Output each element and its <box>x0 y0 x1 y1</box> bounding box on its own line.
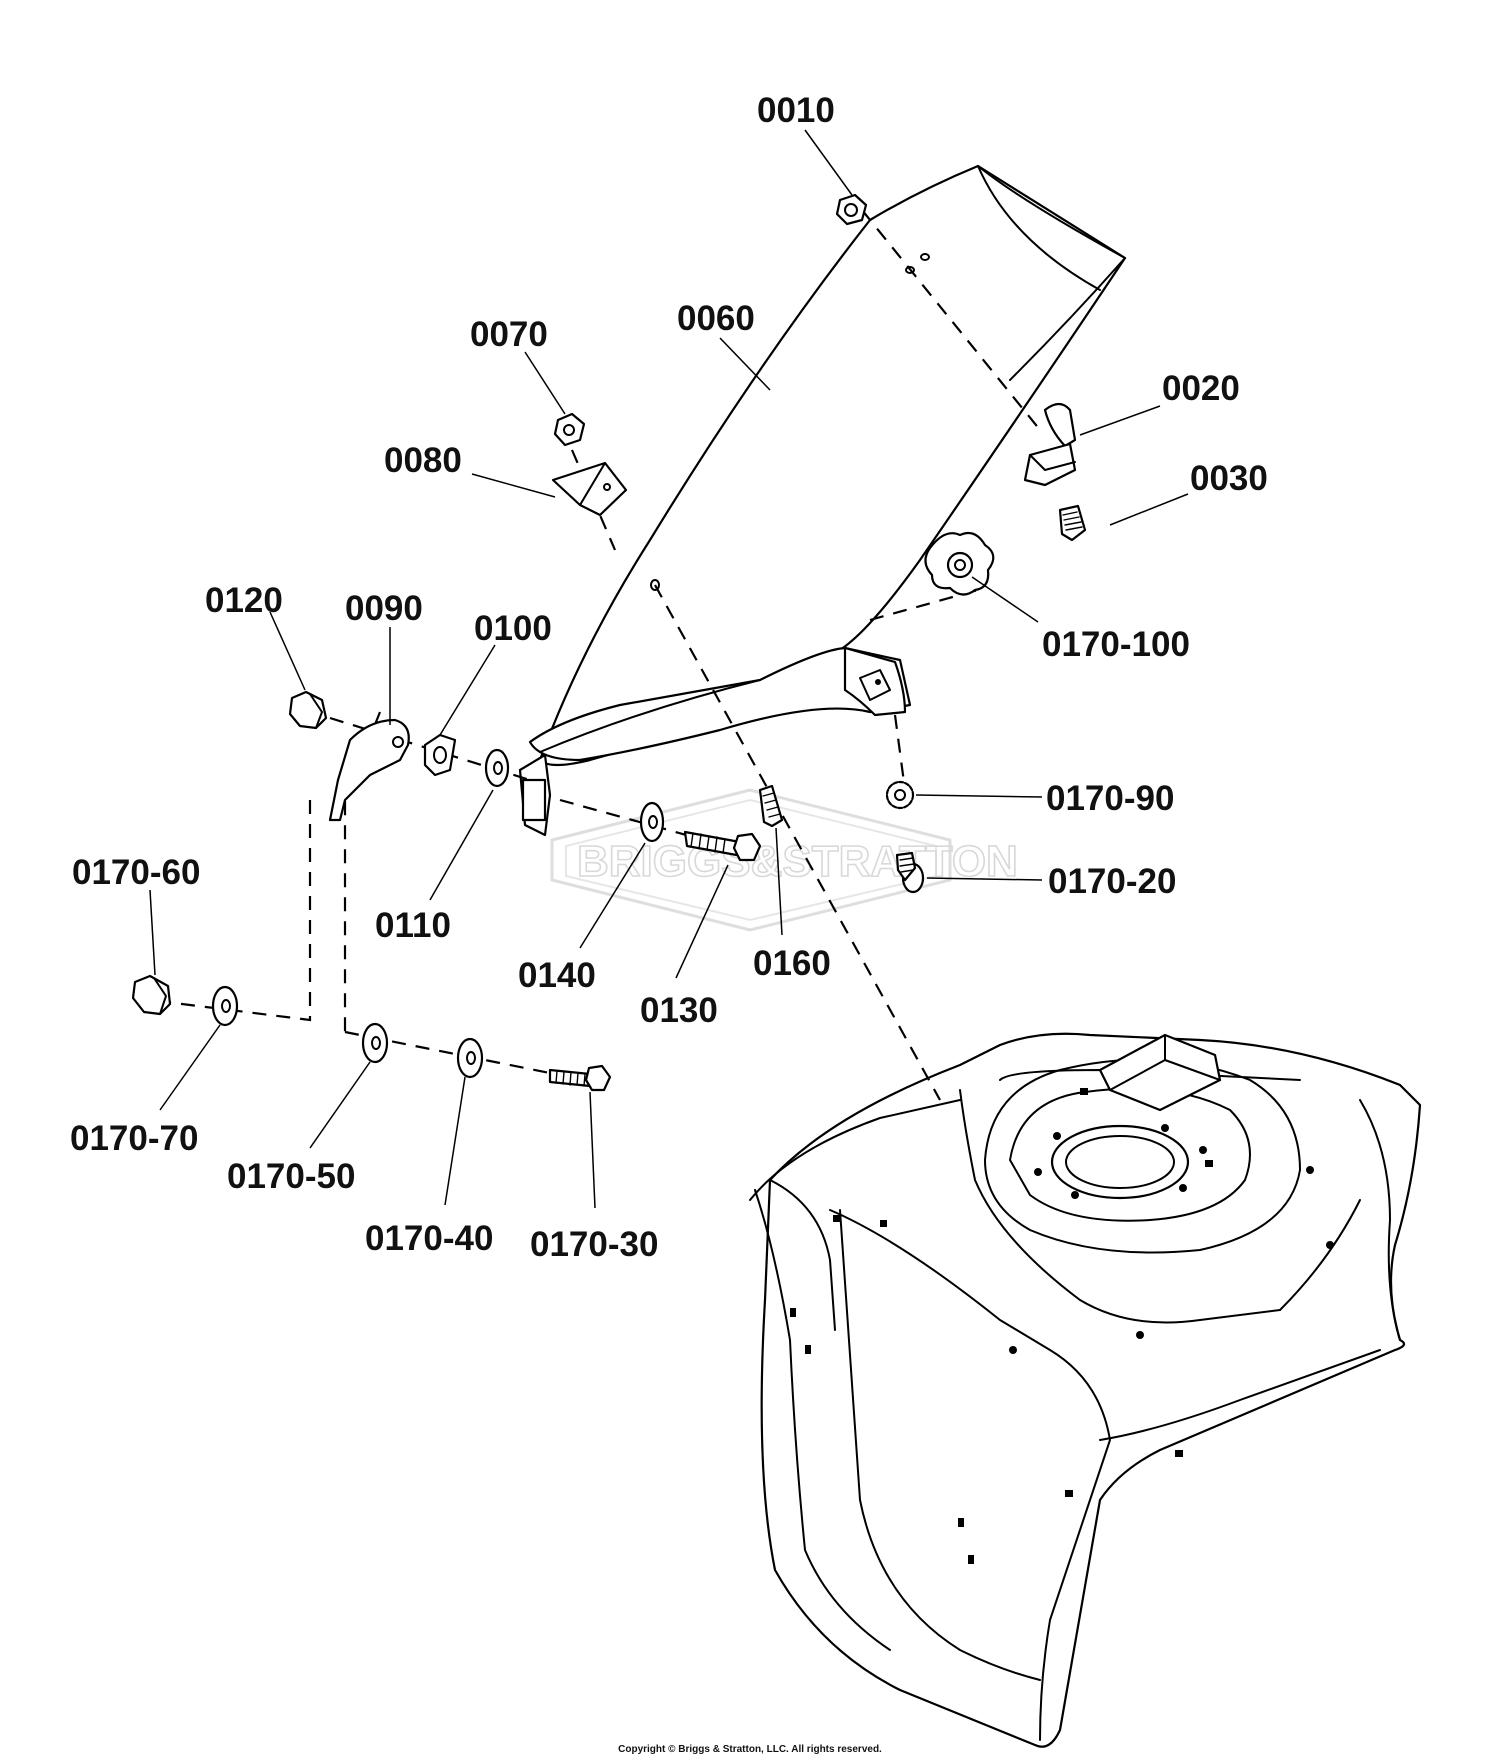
label-0090: 0090 <box>345 589 423 628</box>
part-0170-20-bolt <box>895 851 925 894</box>
watermark: BRIGGS&STRATTON <box>550 788 1019 932</box>
part-0170-50-washer <box>361 1022 389 1064</box>
label-0170-40: 0170-40 <box>365 1219 493 1258</box>
label-0080: 0080 <box>384 441 462 480</box>
part-0170-40-washer <box>456 1037 484 1079</box>
label-0030: 0030 <box>1190 459 1268 498</box>
part-0170-90-washer <box>885 780 915 810</box>
label-0170-20: 0170-20 <box>1048 862 1176 901</box>
label-0170-90: 0170-90 <box>1046 779 1174 818</box>
label-0170-30: 0170-30 <box>530 1225 658 1264</box>
label-0140: 0140 <box>518 956 596 995</box>
part-0070-nut <box>553 412 586 447</box>
label-0170-100: 0170-100 <box>1042 625 1190 664</box>
part-0170-30-bolt <box>548 1064 612 1092</box>
label-0070: 0070 <box>470 315 548 354</box>
label-0060: 0060 <box>677 299 755 338</box>
part-0170-70-washer <box>211 985 239 1027</box>
discharge-chute <box>518 164 1127 837</box>
part-0020-lever <box>1023 402 1077 487</box>
part-0110-washer <box>484 748 510 788</box>
part-0010-nut <box>835 193 868 226</box>
label-0010: 0010 <box>757 91 835 130</box>
part-labels: 0010 0020 0030 0060 0070 0080 0090 0100 … <box>70 91 1268 1264</box>
part-0130-bolt <box>683 830 762 862</box>
copyright-notice: Copyright © Briggs & Stratton, LLC. All … <box>618 1744 882 1755</box>
label-0120: 0120 <box>205 581 283 620</box>
part-0160-bolt <box>758 784 784 828</box>
part-0140-washer <box>639 801 665 843</box>
label-0020: 0020 <box>1162 369 1240 408</box>
label-0170-50: 0170-50 <box>227 1157 355 1196</box>
label-0110: 0110 <box>375 906 451 945</box>
part-0100-spacer <box>423 733 457 777</box>
label-0160: 0160 <box>753 944 831 983</box>
leader-lines <box>149 129 1189 1209</box>
label-0130: 0130 <box>640 991 718 1030</box>
mower-deck <box>749 1032 1422 1748</box>
label-0100: 0100 <box>474 609 552 648</box>
part-0170-60-nut <box>131 974 172 1016</box>
part-0080-bracket <box>551 461 628 517</box>
part-0090-plate <box>328 718 410 822</box>
part-0030-bolt <box>1058 504 1087 542</box>
label-0170-70: 0170-70 <box>70 1119 198 1158</box>
label-0170-60: 0170-60 <box>72 853 200 892</box>
part-0120-nut <box>288 690 328 730</box>
